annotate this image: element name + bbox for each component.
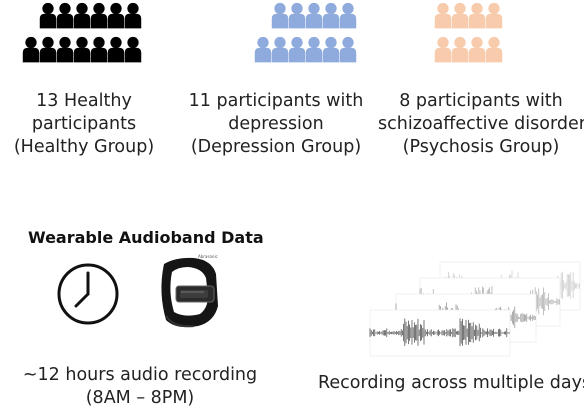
- waveform-stack: [369, 261, 581, 357]
- caption-line: (Depression Group): [190, 137, 362, 157]
- wristband-device-image: Abrasonic: [154, 252, 224, 337]
- person-icon: [107, 36, 125, 68]
- recording-duration-caption: ~12 hours audio recording (8AM – 8PM): [0, 364, 280, 410]
- person-icon: [468, 2, 486, 34]
- person-icon: [254, 36, 272, 68]
- person-icon: [90, 36, 108, 68]
- person-icon: [485, 2, 503, 34]
- healthy-group: [0, 0, 584, 1]
- person-icon: [39, 2, 57, 34]
- caption-line: depression: [228, 114, 324, 134]
- person-icon: [288, 2, 306, 34]
- person-icon: [468, 36, 486, 68]
- caption-line: ~12 hours audio recording: [22, 365, 258, 385]
- person-icon: [434, 36, 452, 68]
- person-icon: [305, 36, 323, 68]
- person-icon: [305, 2, 323, 34]
- waveform-trace: [369, 318, 510, 347]
- person-icon: [124, 2, 142, 34]
- person-icon: [451, 36, 469, 68]
- caption-line: 13 Healthy: [36, 91, 132, 111]
- person-icon: [73, 36, 91, 68]
- device-brand-label: Abrasonic: [198, 254, 218, 259]
- person-icon: [339, 2, 357, 34]
- person-icon: [39, 36, 57, 68]
- person-icon: [288, 36, 306, 68]
- caption-line: (8AM – 8PM): [85, 388, 195, 408]
- person-icon: [434, 2, 452, 34]
- person-icon: [90, 2, 108, 34]
- person-icon: [22, 36, 40, 68]
- person-icon: [451, 2, 469, 34]
- person-icon: [107, 2, 125, 34]
- person-icon: [339, 36, 357, 68]
- audio-waveform-image: [362, 258, 582, 363]
- person-icon: [56, 36, 74, 68]
- multiday-caption: Recording across multiple days: [318, 373, 584, 393]
- person-icon: [322, 2, 340, 34]
- caption-line: participants: [31, 114, 137, 134]
- psychosis-group-caption: 8 participants with schizoaffective diso…: [378, 90, 584, 159]
- clock-icon: [56, 262, 120, 331]
- person-icon: [124, 36, 142, 68]
- caption-line: (Healthy Group): [13, 137, 155, 157]
- person-icon: [485, 36, 503, 68]
- person-icon: [73, 2, 91, 34]
- caption-line: (Psychosis Group): [402, 137, 560, 157]
- healthy-group-caption: 13 Healthy participants (Healthy Group): [0, 90, 168, 159]
- caption-line: 8 participants with: [399, 91, 563, 111]
- person-icon: [322, 36, 340, 68]
- person-icon: [271, 36, 289, 68]
- caption-line: schizoaffective disorder: [378, 114, 584, 134]
- caption-line: 11 participants with: [188, 91, 364, 111]
- person-icon: [271, 2, 289, 34]
- person-icon: [56, 2, 74, 34]
- depression-group-caption: 11 participants with depression (Depress…: [176, 90, 376, 159]
- audioband-heading: Wearable Audioband Data: [28, 228, 264, 247]
